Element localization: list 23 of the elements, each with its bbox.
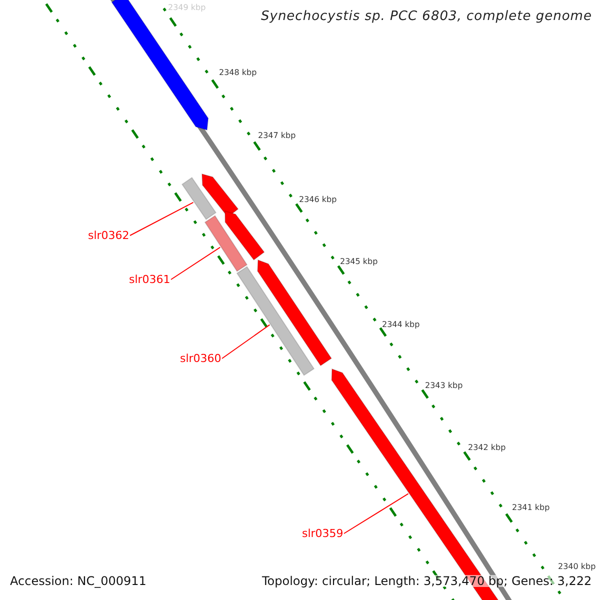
genome-info-text: Topology: circular; Length: 3,573,470 bp; Genes: 3,222 (262, 575, 592, 587)
scale-label: 2346 kbp (299, 196, 337, 204)
gene-bar (236, 266, 315, 376)
scale-label: 2343 kbp (425, 382, 463, 390)
gene-label: slr0362 (88, 230, 130, 241)
scale-label: 2344 kbp (382, 321, 420, 329)
leader-line (222, 324, 270, 359)
gene-bar (204, 215, 248, 272)
title: Synechocystis sp. PCC 6803, complete genome (261, 10, 592, 23)
accession-text: Accession: NC_000911 (10, 575, 146, 587)
leader-line (344, 493, 409, 534)
scale-label: 2341 kbp (512, 504, 550, 512)
scale-label: 2342 kbp (468, 444, 506, 452)
scale-label: 2347 kbp (258, 132, 296, 140)
gene-bar (181, 176, 217, 220)
leader-line (130, 202, 194, 236)
gene-label: slr0360 (180, 353, 222, 364)
scale-label: 2345 kbp (340, 258, 378, 266)
gene-label: slr0359 (302, 528, 344, 539)
gene-label: slr0361 (129, 274, 170, 285)
leader-line (170, 246, 221, 280)
scale-label: 2348 kbp (219, 69, 257, 77)
scale-label: 2340 kbp (558, 563, 596, 571)
